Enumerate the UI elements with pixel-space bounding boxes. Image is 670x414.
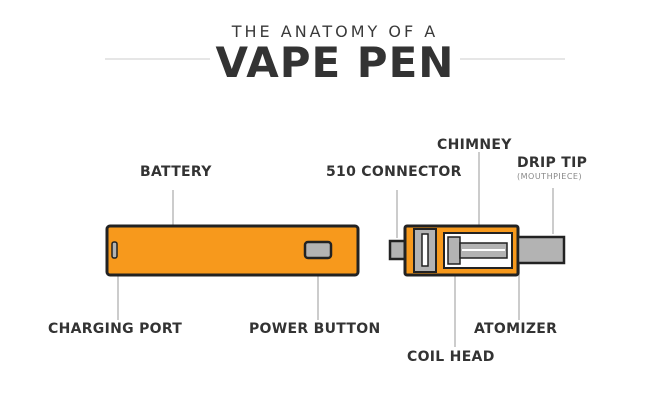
label-charging-port: CHARGING PORT [48,321,183,337]
page-title: VAPE PEN [215,38,455,87]
label-atomizer: ATOMIZER [474,321,558,337]
title-rule-right [460,58,565,60]
label-chimney: CHIMNEY [437,137,512,153]
label-power-button: POWER BUTTON [249,321,381,337]
title-rule-left [105,58,210,60]
label-drip-tip-note: (MOUTHPIECE) [517,172,583,181]
drip-tip [516,235,566,265]
label-battery: BATTERY [140,164,212,180]
label-510-connector: 510 CONNECTOR [326,164,462,180]
battery-body [105,224,360,277]
charging-port [111,241,118,259]
page-subtitle: THE ANATOMY OF A [231,22,439,41]
label-coil-head: COIL HEAD [407,349,495,365]
coil-head [447,236,461,265]
tank-base-slot [421,233,429,267]
connector-510 [388,239,407,261]
power-button [303,240,333,260]
label-drip-tip: DRIP TIP [517,155,588,171]
